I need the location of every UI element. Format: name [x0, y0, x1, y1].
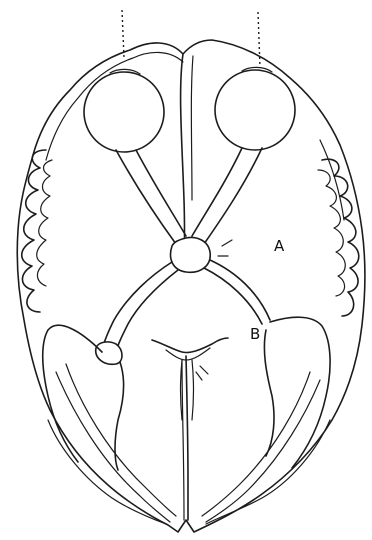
- left-gyri: [22, 150, 46, 312]
- left-radiation-3: [48, 420, 166, 524]
- brain-inner-outline: [46, 52, 344, 220]
- label-a: A: [274, 239, 284, 254]
- midline-fissure: [181, 54, 185, 252]
- dotted-line-right: [258, 12, 260, 68]
- left-optic-nerve-outer: [116, 150, 176, 244]
- left-optic-tract-outer: [102, 262, 172, 350]
- central-commissure: [152, 338, 228, 353]
- right-gyri-inner: [318, 170, 345, 296]
- left-gyri-inner: [37, 160, 52, 286]
- right-temporal-lobe: [270, 317, 330, 468]
- left-occipital-inner: [115, 362, 124, 470]
- central-commissure-lower: [166, 348, 210, 360]
- lateral-geniculate-body: [96, 342, 122, 364]
- dotted-line-left: [122, 10, 124, 58]
- right-eye-globe: [215, 70, 295, 150]
- right-optic-tract-outer: [210, 260, 270, 320]
- right-optic-nerve-inner: [192, 148, 242, 236]
- pointer-b: [196, 366, 208, 380]
- brainstem-right: [192, 360, 194, 420]
- optic-chiasm: [171, 238, 211, 273]
- right-optic-tract-inner: [204, 268, 262, 324]
- right-optic-nerve-outer: [204, 148, 262, 244]
- right-radiation-1: [206, 380, 320, 522]
- left-eye-globe: [84, 72, 164, 152]
- pointer-a: [218, 240, 232, 256]
- right-radiation-2: [202, 372, 310, 516]
- right-occipital-inner: [264, 330, 274, 456]
- right-radiation-3: [206, 420, 330, 524]
- left-optic-tract-inner: [116, 270, 178, 352]
- label-b: B: [250, 327, 260, 342]
- left-radiation-2: [66, 364, 176, 516]
- midline-fissure-lower: [186, 356, 188, 520]
